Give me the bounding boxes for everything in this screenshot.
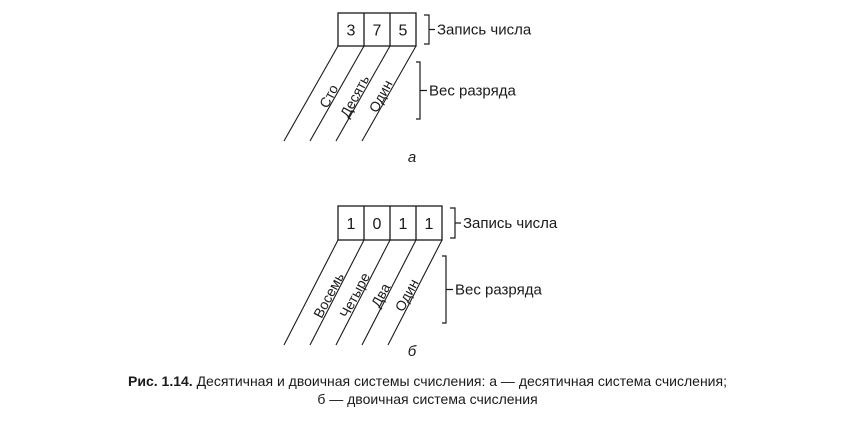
- weight-slant-line: [309, 45, 365, 142]
- digit-cell: 1: [425, 216, 434, 233]
- digit-cell: 1: [347, 216, 356, 233]
- subfigure-label: б: [408, 343, 417, 360]
- digit-cell: 7: [373, 23, 382, 40]
- number-box: [337, 12, 417, 47]
- number-record-label: Запись числа: [463, 215, 558, 232]
- number-record-label: Запись числа: [437, 22, 532, 39]
- weight-slant-line: [361, 45, 417, 142]
- weight-bracket: [442, 255, 453, 324]
- digit-weight-label: Вес разряда: [429, 83, 516, 100]
- caption-line-2: б — двоичная система счисления: [317, 391, 538, 407]
- subfigure-label: а: [408, 149, 416, 166]
- weight-slant-line: [387, 239, 443, 346]
- caption-line-1: Рис. 1.14. Десятичная и двоичная системы…: [0, 372, 855, 390]
- weight-slant-line: [283, 45, 339, 142]
- weight-label: Сто: [316, 82, 342, 111]
- weight-label: Десять: [337, 72, 373, 120]
- digit-cell: 3: [347, 23, 356, 40]
- weight-slant-line: [335, 45, 391, 142]
- caption-text-1: Десятичная и двоичная системы счисления:…: [196, 373, 727, 389]
- weight-slant-line: [309, 239, 365, 346]
- weight-slant-line: [361, 239, 417, 346]
- digit-cell: 1: [399, 216, 408, 233]
- weight-label: Два: [368, 280, 394, 309]
- number-bracket: [424, 14, 435, 45]
- weight-label: Один: [391, 276, 421, 314]
- figure-caption: Рис. 1.14. Десятичная и двоичная системы…: [0, 372, 855, 408]
- weight-slant-line: [283, 239, 339, 346]
- weight-bracket: [416, 61, 427, 120]
- caption-prefix: Рис. 1.14.: [128, 373, 193, 389]
- number-bracket: [450, 207, 461, 239]
- digit-weight-label: Вес разряда: [455, 282, 542, 299]
- digit-cell: 5: [399, 23, 408, 40]
- digit-cell: 0: [373, 216, 382, 233]
- weight-slant-line: [335, 239, 391, 346]
